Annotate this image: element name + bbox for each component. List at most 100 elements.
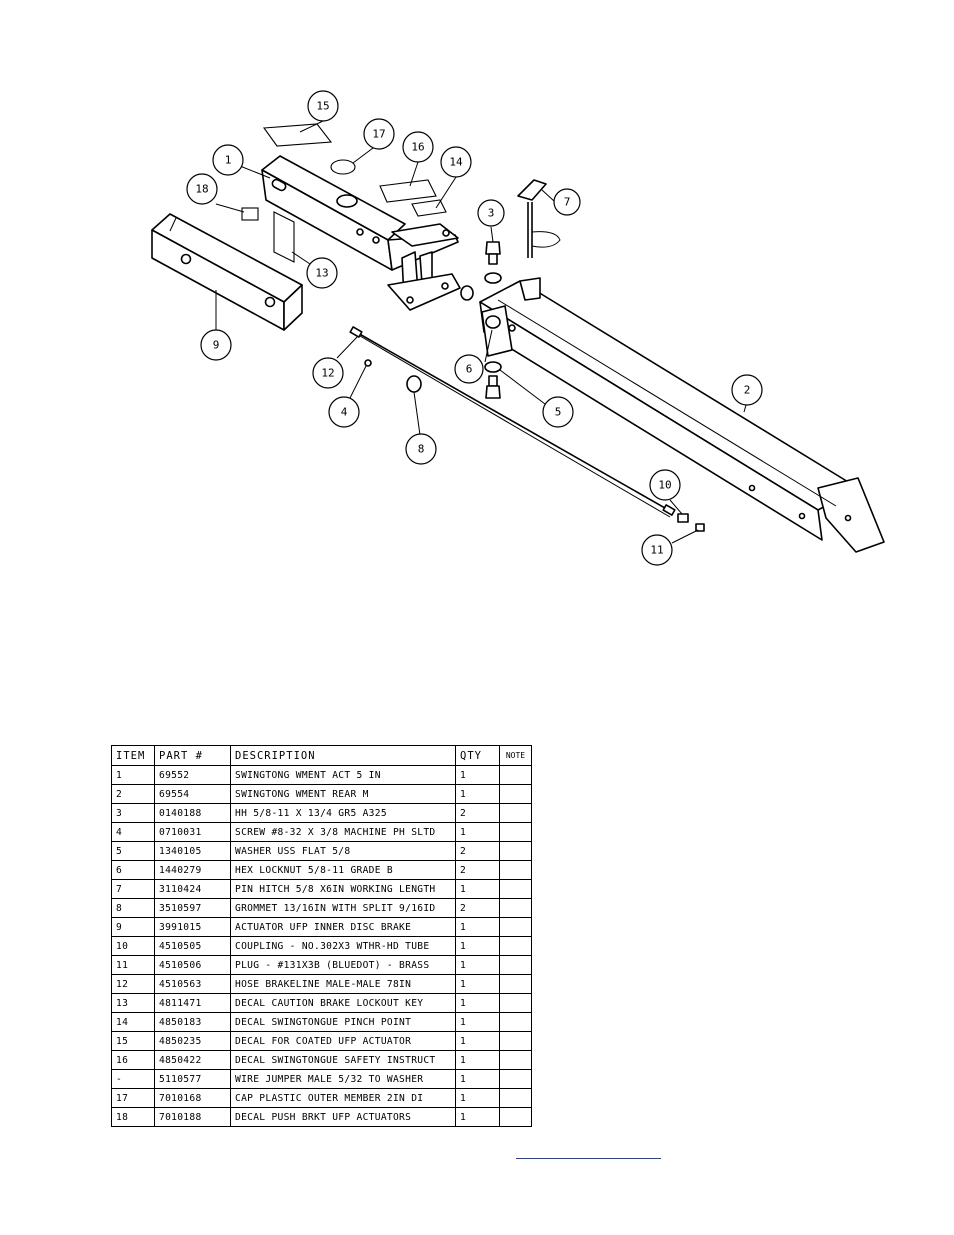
cell-part-number: 4510563 xyxy=(154,974,231,994)
header-part-number: PART # xyxy=(154,745,231,766)
cell-qty: 2 xyxy=(455,803,500,823)
cell-note xyxy=(499,784,532,804)
svg-text:8: 8 xyxy=(418,443,425,456)
decal-15 xyxy=(262,123,333,147)
cell-note xyxy=(499,860,532,880)
cell-note xyxy=(499,1012,532,1032)
callout-15: 15 xyxy=(307,90,339,122)
cell-item: 2 xyxy=(111,784,155,804)
cell-item: 12 xyxy=(111,974,155,994)
cell-description: DECAL CAUTION BRAKE LOCKOUT KEY xyxy=(230,993,456,1013)
cell-item: - xyxy=(111,1069,155,1089)
cell-part-number: 4510506 xyxy=(154,955,231,975)
header-description: DESCRIPTION xyxy=(230,745,456,766)
coupling-10 xyxy=(677,513,689,523)
svg-text:16: 16 xyxy=(411,141,424,154)
cell-note xyxy=(499,879,532,899)
actuator-inner-tube xyxy=(151,213,303,331)
cell-description: GROMMET 13/16IN WITH SPLIT 9/16ID xyxy=(230,898,456,918)
cell-item: 13 xyxy=(111,993,155,1013)
locknut-upper xyxy=(460,285,474,301)
cell-part-number: 4510505 xyxy=(154,936,231,956)
cell-note xyxy=(499,974,532,994)
cell-description: DECAL FOR COATED UFP ACTUATOR xyxy=(230,1031,456,1051)
cell-item: 16 xyxy=(111,1050,155,1070)
cell-item: 7 xyxy=(111,879,155,899)
cell-part-number: 1340105 xyxy=(154,841,231,861)
callout-5: 5 xyxy=(542,396,574,428)
cell-note xyxy=(499,898,532,918)
link-underline xyxy=(516,1158,661,1159)
svg-text:5: 5 xyxy=(555,406,562,419)
svg-text:6: 6 xyxy=(466,363,473,376)
cell-part-number: 1440279 xyxy=(154,860,231,880)
cell-note xyxy=(499,803,532,823)
cell-description: WASHER USS FLAT 5/8 xyxy=(230,841,456,861)
cell-description: HH 5/8-11 X 13/4 GR5 A325 xyxy=(230,803,456,823)
cell-qty: 1 xyxy=(455,1012,500,1032)
callout-9: 9 xyxy=(200,329,232,361)
svg-text:9: 9 xyxy=(213,339,220,352)
cell-item: 4 xyxy=(111,822,155,842)
cell-part-number: 69552 xyxy=(154,765,231,785)
cell-qty: 1 xyxy=(455,822,500,842)
cell-qty: 1 xyxy=(455,879,500,899)
cell-qty: 1 xyxy=(455,784,500,804)
cell-description: DECAL PUSH BRKT UFP ACTUATORS xyxy=(230,1107,456,1127)
cell-note xyxy=(499,822,532,842)
cell-item: 14 xyxy=(111,1012,155,1032)
cell-description: SCREW #8-32 X 3/8 MACHINE PH SLTD xyxy=(230,822,456,842)
cell-qty: 1 xyxy=(455,955,500,975)
cell-qty: 1 xyxy=(455,1107,500,1127)
cell-description: PLUG - #131X3B (BLUEDOT) - BRASS xyxy=(230,955,456,975)
plug-11 xyxy=(695,523,705,532)
callout-12: 12 xyxy=(312,357,344,389)
callout-11: 11 xyxy=(641,534,673,566)
cell-qty: 1 xyxy=(455,917,500,937)
svg-text:15: 15 xyxy=(316,100,329,113)
cell-note xyxy=(499,993,532,1013)
decal-13 xyxy=(273,211,295,263)
leader-lines xyxy=(215,120,747,544)
decal-18 xyxy=(241,207,259,221)
cell-part-number: 0140188 xyxy=(154,803,231,823)
svg-text:1: 1 xyxy=(225,154,232,167)
exploded-assembly-diagram: 15 17 16 14 1 18 13 9 3 7 6 5 12 4 8 2 1… xyxy=(151,90,885,566)
cell-part-number: 4850183 xyxy=(154,1012,231,1032)
svg-text:4: 4 xyxy=(341,406,348,419)
swingtong-weldment-front xyxy=(261,155,461,311)
cell-item: 6 xyxy=(111,860,155,880)
callout-7: 7 xyxy=(553,188,581,216)
callout-16: 16 xyxy=(402,131,434,163)
cell-note xyxy=(499,1069,532,1089)
cell-qty: 2 xyxy=(455,841,500,861)
swingtong-weldment-rear xyxy=(479,277,885,553)
cell-description: HOSE BRAKELINE MALE-MALE 78IN xyxy=(230,974,456,994)
cell-qty: 1 xyxy=(455,1088,500,1108)
cell-item: 17 xyxy=(111,1088,155,1108)
svg-text:12: 12 xyxy=(321,367,334,380)
svg-text:2: 2 xyxy=(744,384,751,397)
cell-note xyxy=(499,1031,532,1051)
cell-description: PIN HITCH 5/8 X6IN WORKING LENGTH xyxy=(230,879,456,899)
cell-note xyxy=(499,936,532,956)
cap-17 xyxy=(330,159,356,175)
cell-part-number: 3510597 xyxy=(154,898,231,918)
callout-18: 18 xyxy=(186,173,218,205)
header-qty: QTY xyxy=(455,745,500,766)
hitch-pin xyxy=(517,179,561,258)
